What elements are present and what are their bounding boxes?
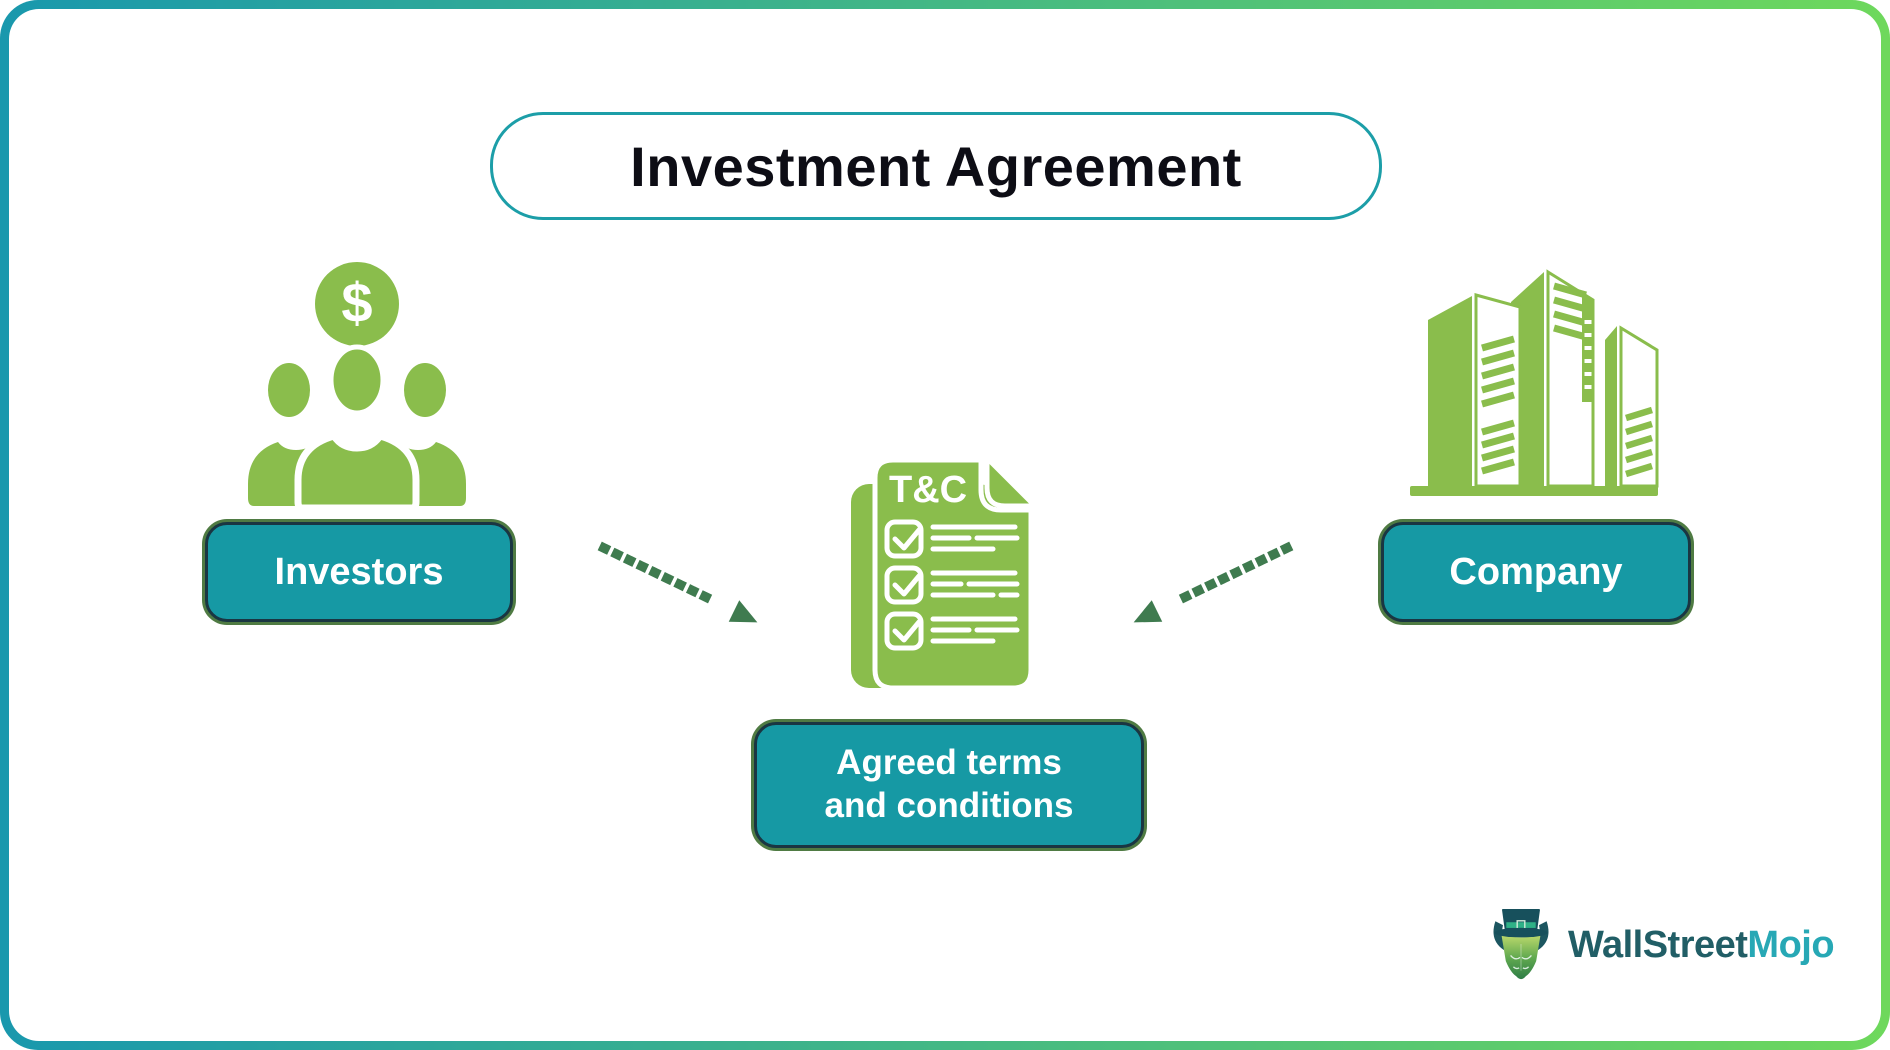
- logo-wordmark: WallStreetMojo: [1568, 923, 1835, 967]
- investors-node: Investors: [205, 522, 513, 622]
- logo-word-secondary: Mojo: [1747, 923, 1835, 966]
- checklist-row: [884, 611, 1020, 651]
- checklist-row: [884, 565, 1020, 605]
- document-heading: T&C: [889, 469, 967, 511]
- logo-word-primary: WallStreet: [1568, 923, 1748, 966]
- company-node: Company: [1381, 522, 1691, 622]
- investors-to-terms-arrow-icon: [597, 541, 758, 623]
- company-label: Company: [1449, 550, 1623, 593]
- page-title: Investment Agreement: [630, 134, 1242, 198]
- investors-label: Investors: [274, 550, 444, 593]
- terms-label-line2: and conditions: [824, 786, 1074, 825]
- wallstreetmojo-logo: WallStreetMojo: [1484, 902, 1835, 988]
- dollar-symbol: $: [341, 271, 372, 334]
- checklist-row: [884, 519, 1020, 559]
- agreed-terms-node: Agreed terms and conditions: [754, 722, 1144, 848]
- dollar-circle-icon: [315, 262, 399, 346]
- folded-corner-icon: [984, 455, 1038, 509]
- company-to-terms-arrow-icon: [1133, 541, 1294, 623]
- wallstreetmojo-bull-icon: [1493, 908, 1549, 980]
- tnc-document-icon: T&C: [851, 455, 1038, 691]
- title-box: Investment Agreement: [490, 112, 1382, 220]
- terms-label-line1: Agreed terms: [836, 743, 1062, 783]
- investors-group-dollar-icon: $: [248, 262, 466, 510]
- company-buildings-icon: [1410, 269, 1659, 496]
